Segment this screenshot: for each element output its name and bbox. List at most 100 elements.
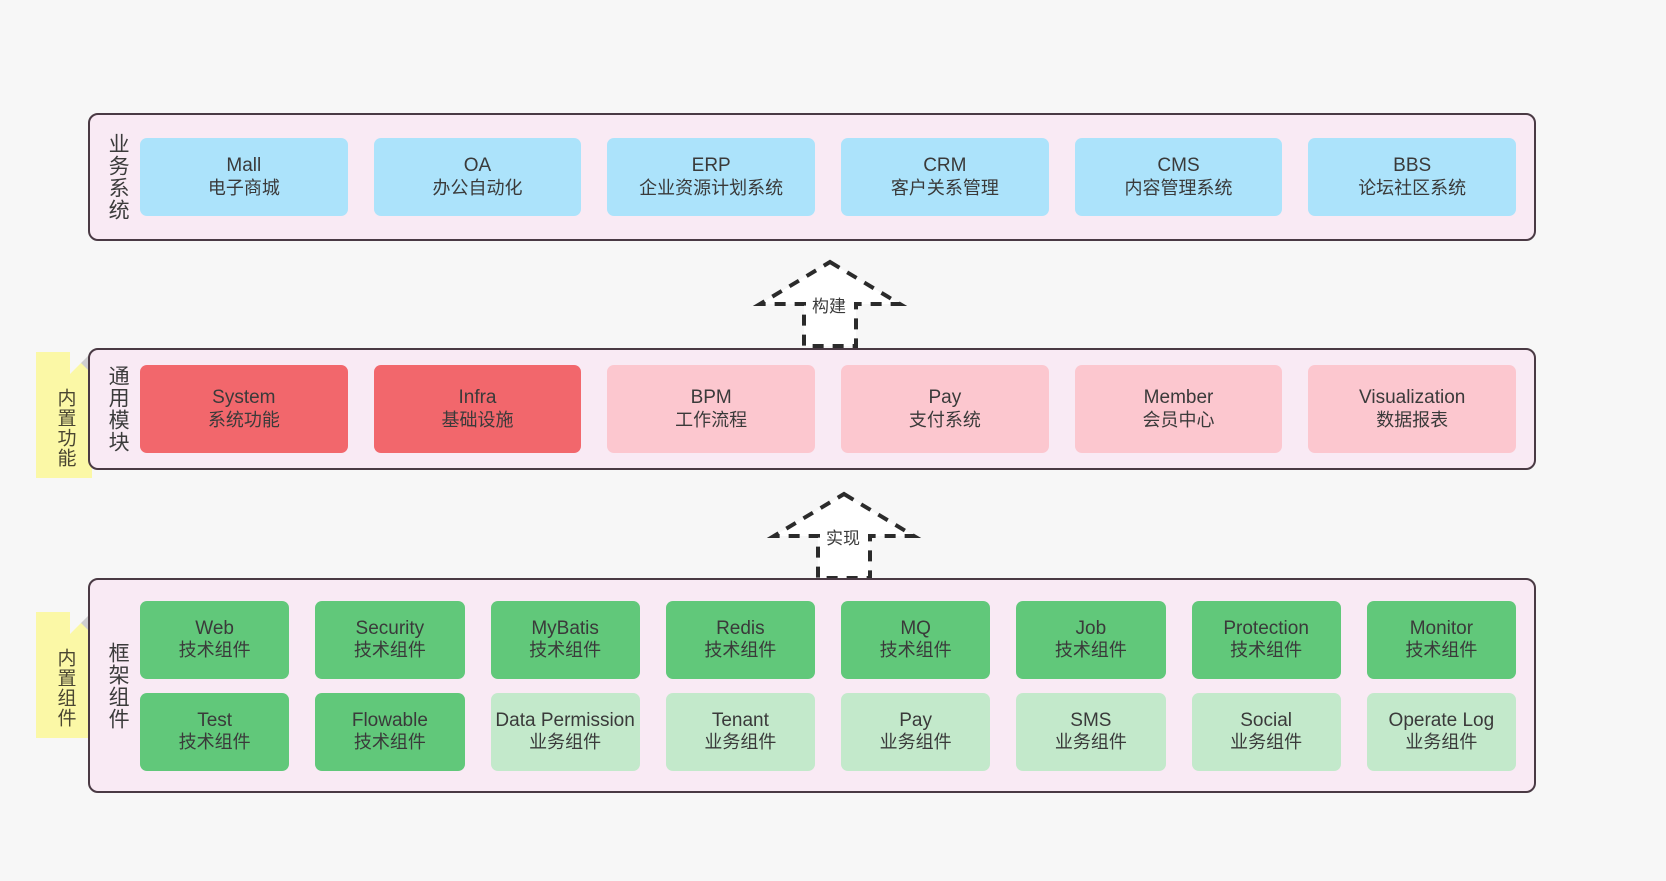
node-title-en: Mall	[226, 155, 262, 177]
node-system[interactable]: System 系统功能	[140, 365, 348, 453]
node-title-cn: 内容管理系统	[1124, 177, 1233, 198]
node-title-cn: 系统功能	[207, 409, 280, 430]
node-title-cn: 企业资源计划系统	[639, 177, 784, 198]
node-tenant[interactable]: Tenant 业务组件	[665, 692, 815, 771]
node-social[interactable]: Social 业务组件	[1191, 692, 1341, 771]
node-security[interactable]: Security 技术组件	[315, 600, 465, 679]
node-title-cn: 业务组件	[1054, 732, 1127, 753]
note-builtin-components: 内置组件	[36, 612, 92, 738]
node-title-en: Operate Log	[1388, 709, 1495, 731]
node-title-cn: 业务组件	[879, 732, 952, 753]
node-row: Test 技术组件 Flowable 技术组件 Data Permission …	[140, 692, 1516, 771]
layer-business-systems: 业务系统 Mall 电子商城 OA 办公自动化 ERP 企业资源计划系统 CRM…	[88, 113, 1536, 241]
layer-common-modules: 通用模块 System 系统功能 Infra 基础设施 BPM 工作流程 Pay…	[88, 348, 1536, 470]
node-row: Web 技术组件 Security 技术组件 MyBatis 技术组件 Redi…	[140, 600, 1516, 679]
node-title-en: Job	[1075, 617, 1107, 639]
node-title-en: MyBatis	[531, 617, 599, 639]
node-monitor[interactable]: Monitor 技术组件	[1366, 600, 1516, 679]
node-title-en: Security	[355, 617, 425, 639]
node-title-en: Test	[197, 709, 233, 731]
note-fold-cut-icon	[70, 612, 92, 634]
node-row: System 系统功能 Infra 基础设施 BPM 工作流程 Pay 支付系统…	[140, 365, 1517, 453]
node-crm[interactable]: CRM 客户关系管理	[841, 138, 1049, 216]
node-title-cn: 技术组件	[178, 732, 251, 753]
node-title-en: Infra	[458, 387, 497, 409]
node-infra[interactable]: Infra 基础设施	[373, 365, 582, 453]
node-title-en: MQ	[900, 617, 931, 639]
node-title-en: Data Permission	[495, 709, 635, 731]
note-label: 内置组件	[54, 648, 76, 728]
node-cms[interactable]: CMS 内容管理系统	[1074, 138, 1283, 216]
node-title-cn: 会员中心	[1142, 409, 1215, 430]
node-pay[interactable]: Pay 支付系统	[841, 365, 1049, 453]
node-title-cn: 基础设施	[441, 409, 514, 430]
layer-body-common-modules: System 系统功能 Infra 基础设施 BPM 工作流程 Pay 支付系统…	[136, 358, 1520, 460]
node-data-permission[interactable]: Data Permission 业务组件	[490, 692, 640, 771]
node-title-en: Pay	[899, 709, 932, 731]
node-sms[interactable]: SMS 业务组件	[1016, 692, 1166, 771]
node-job[interactable]: Job 技术组件	[1016, 600, 1166, 679]
node-visualization[interactable]: Visualization 数据报表	[1308, 365, 1517, 453]
layer-title-business-systems: 业务系统	[106, 133, 130, 221]
node-title-cn: 技术组件	[1230, 640, 1303, 661]
note-label: 内置功能	[54, 388, 76, 468]
node-title-cn: 电子商城	[207, 177, 280, 198]
node-title-en: BBS	[1393, 155, 1432, 177]
node-title-en: Tenant	[711, 709, 769, 731]
node-title-en: Social	[1240, 709, 1292, 731]
node-bbs[interactable]: BBS 论坛社区系统	[1308, 138, 1517, 216]
node-title-en: System	[212, 387, 276, 409]
node-member[interactable]: Member 会员中心	[1074, 365, 1283, 453]
node-title-en: OA	[463, 155, 492, 177]
node-title-cn: 技术组件	[178, 640, 251, 661]
node-pay-component[interactable]: Pay 业务组件	[841, 692, 991, 771]
layer-body-business-systems: Mall 电子商城 OA 办公自动化 ERP 企业资源计划系统 CRM 客户关系…	[136, 123, 1520, 231]
node-title-cn: 技术组件	[1405, 640, 1478, 661]
layer-title-common-modules: 通用模块	[106, 365, 130, 453]
note-fold-cut-icon	[70, 352, 92, 374]
node-mybatis[interactable]: MyBatis 技术组件	[490, 600, 640, 679]
node-title-en: BPM	[690, 387, 732, 409]
node-title-cn: 技术组件	[353, 732, 426, 753]
node-title-en: Redis	[716, 617, 765, 639]
node-title-cn: 业务组件	[704, 732, 777, 753]
node-test[interactable]: Test 技术组件	[140, 692, 290, 771]
node-title-en: Member	[1143, 387, 1214, 409]
node-title-cn: 业务组件	[1405, 732, 1478, 753]
node-title-cn: 工作流程	[675, 409, 748, 430]
node-mall[interactable]: Mall 电子商城	[140, 138, 348, 216]
node-bpm[interactable]: BPM 工作流程	[607, 365, 816, 453]
connector-implement-label: 实现	[826, 529, 860, 548]
node-title-cn: 技术组件	[704, 640, 777, 661]
node-title-cn: 技术组件	[353, 640, 426, 661]
node-mq[interactable]: MQ 技术组件	[841, 600, 991, 679]
node-title-cn: 数据报表	[1376, 409, 1449, 430]
layer-body-framework-components: Web 技术组件 Security 技术组件 MyBatis 技术组件 Redi…	[136, 588, 1520, 783]
node-title-en: CRM	[923, 155, 967, 177]
node-title-en: Visualization	[1359, 387, 1466, 409]
node-row: Mall 电子商城 OA 办公自动化 ERP 企业资源计划系统 CRM 客户关系…	[140, 138, 1517, 216]
node-title-en: ERP	[691, 155, 731, 177]
node-web[interactable]: Web 技术组件	[140, 600, 290, 679]
node-title-en: Flowable	[351, 709, 428, 731]
node-erp[interactable]: ERP 企业资源计划系统	[607, 138, 816, 216]
node-title-cn: 技术组件	[879, 640, 952, 661]
node-title-cn: 支付系统	[908, 409, 981, 430]
connector-build-label: 构建	[812, 297, 846, 316]
node-title-cn: 论坛社区系统	[1358, 177, 1467, 198]
node-title-en: Protection	[1223, 617, 1309, 639]
layer-framework-components: 框架组件 Web 技术组件 Security 技术组件 MyBatis 技术组件…	[88, 578, 1536, 793]
node-title-cn: 技术组件	[529, 640, 602, 661]
node-title-cn: 业务组件	[1230, 732, 1303, 753]
node-protection[interactable]: Protection 技术组件	[1191, 600, 1341, 679]
node-flowable[interactable]: Flowable 技术组件	[315, 692, 465, 771]
node-title-cn: 技术组件	[1054, 640, 1127, 661]
node-oa[interactable]: OA 办公自动化	[373, 138, 582, 216]
node-operate-log[interactable]: Operate Log 业务组件	[1366, 692, 1516, 771]
node-title-en: SMS	[1070, 709, 1112, 731]
layer-title-framework-components: 框架组件	[106, 641, 130, 730]
node-redis[interactable]: Redis 技术组件	[665, 600, 815, 679]
node-title-en: Monitor	[1409, 617, 1474, 639]
node-title-en: CMS	[1157, 155, 1200, 177]
